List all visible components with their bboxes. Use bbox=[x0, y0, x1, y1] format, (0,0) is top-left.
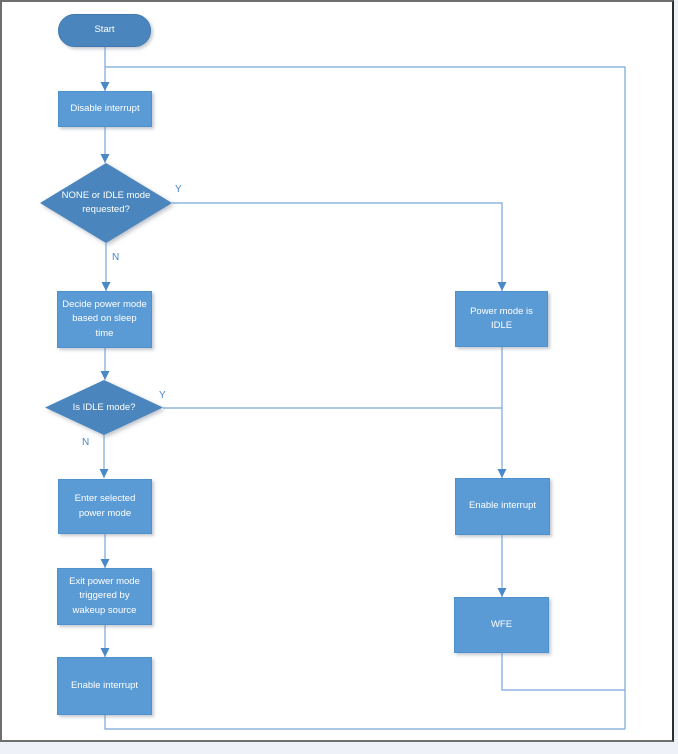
process-exit-power-mode: Exit power mode triggered by wakeup sour… bbox=[57, 568, 152, 625]
process-disable-interrupt: Disable interrupt bbox=[58, 91, 152, 127]
process-enter-power-mode: Enter selected power mode bbox=[58, 479, 152, 534]
process-enable-interrupt-right: Enable interrupt bbox=[455, 478, 550, 535]
decision-is-idle-mode: Is IDLE mode? bbox=[45, 380, 163, 435]
branch-label-decision2-yes: Y bbox=[159, 390, 166, 401]
decision-is-idle-label: Is IDLE mode? bbox=[72, 401, 136, 413]
branch-label-decision1-no: N bbox=[112, 252, 120, 263]
edge-decision1-poweridle bbox=[172, 202, 507, 291]
process-decide-power-mode: Decide power mode based on sleep time bbox=[57, 291, 152, 348]
decision-none-or-idle-label: NONE or IDLE mode requested? bbox=[61, 190, 151, 215]
edge-wfe-loop bbox=[501, 653, 625, 691]
branch-label-decision1-yes: Y bbox=[175, 184, 182, 195]
decision-none-or-idle-requested: NONE or IDLE mode requested? bbox=[40, 163, 172, 243]
branch-label-decision2-no: N bbox=[82, 437, 90, 448]
process-power-mode-is-idle: Power mode is IDLE bbox=[455, 291, 548, 347]
edge-loopback-up bbox=[105, 66, 626, 729]
edge-loopback bbox=[104, 715, 625, 730]
process-wfe: WFE bbox=[454, 597, 549, 653]
process-enable-interrupt-left: Enable interrupt bbox=[57, 657, 152, 715]
terminator-start: Start bbox=[58, 14, 151, 47]
